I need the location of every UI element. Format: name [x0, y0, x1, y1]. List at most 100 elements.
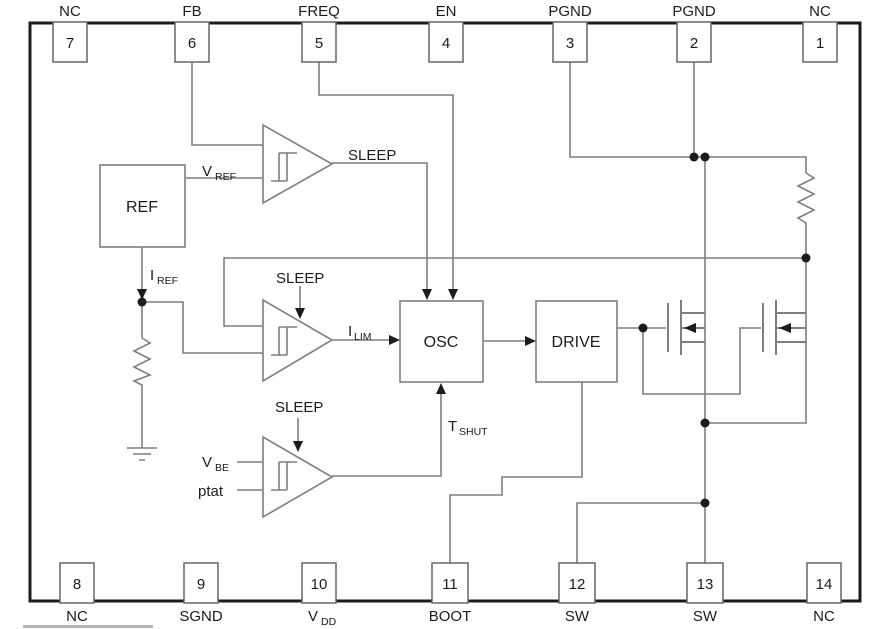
- arrowhead-sleep-tsd: [293, 441, 303, 452]
- pin-number: 3: [566, 35, 574, 52]
- pin-box-5: [301, 21, 337, 63]
- pin-number: 2: [690, 35, 698, 52]
- pin-box-4: [428, 21, 464, 63]
- arrowhead-sleep-into-osc: [422, 289, 432, 300]
- pin-name-en: EN: [436, 3, 457, 20]
- pin-number: 5: [315, 35, 323, 52]
- iref-label-subscript: REF: [157, 275, 178, 287]
- wire-gate-link: [642, 327, 761, 395]
- pin-box-6: [174, 21, 210, 63]
- junction-dot: [700, 418, 710, 428]
- vbe-label-subscript: BE: [215, 462, 229, 474]
- pin-box-11: [431, 562, 469, 604]
- pin-number: 1: [816, 35, 824, 52]
- tshut-label: T: [448, 418, 457, 435]
- vbe-label: V: [202, 454, 212, 471]
- sense-resistor: [796, 172, 816, 258]
- junction-dot: [638, 323, 648, 333]
- ptat-label: ptat: [198, 483, 224, 500]
- wire-pgnd-rail: [569, 62, 807, 173]
- junction-dot: [689, 152, 699, 162]
- mosfet2-body-arrow-icon: [779, 323, 791, 333]
- pin-box-2: [676, 21, 712, 63]
- arrowhead-freq-into-osc: [448, 289, 458, 300]
- pin-name-sgnd: SGND: [179, 608, 223, 625]
- hysteresis-icon: [271, 326, 297, 356]
- wire-iref-to-comparator: [142, 301, 263, 354]
- pin-name-vdd-subscript: DD: [321, 616, 337, 628]
- pin-box-13: [686, 562, 724, 604]
- pin-name-nc: NC: [813, 608, 835, 625]
- page-artifact: [23, 625, 153, 628]
- pin-number: 11: [442, 576, 458, 593]
- arrowhead-ilim-into-osc: [389, 335, 400, 345]
- pin-number: 10: [311, 576, 328, 593]
- hysteresis-icon: [271, 461, 297, 491]
- pin-number: 4: [442, 35, 450, 52]
- sleep-output-label: SLEEP: [348, 147, 396, 164]
- junction-dot: [137, 297, 147, 307]
- pin-name-sw: SW: [693, 608, 718, 625]
- tshut-label-subscript: SHUT: [459, 426, 488, 438]
- pin-name-boot: BOOT: [429, 608, 472, 625]
- pin-name-vdd: V: [308, 608, 318, 625]
- ilim-label-subscript: LIM: [354, 331, 372, 343]
- pin-number: 9: [197, 576, 205, 593]
- pin-name-freq: FREQ: [298, 3, 340, 20]
- vref-label: V: [202, 163, 212, 180]
- arrowhead-tshut-into-osc: [436, 383, 446, 394]
- drive-block-label: DRIVE: [552, 334, 601, 351]
- sleep-label-ilim: SLEEP: [276, 270, 324, 287]
- pin-box-12: [558, 562, 596, 604]
- osc-block: [399, 300, 484, 383]
- junction-dot: [801, 253, 811, 263]
- pin-number: 12: [569, 576, 586, 593]
- pin-number: 14: [816, 576, 833, 593]
- iref-resistor: [132, 337, 152, 448]
- pin-number: 8: [73, 576, 81, 593]
- junction-dot: [700, 152, 710, 162]
- wire-drive-to-boot: [449, 382, 583, 563]
- pin-name-pgnd: PGND: [672, 3, 716, 20]
- pin-box-10: [301, 562, 337, 604]
- wire-mosfet2-bus: [705, 258, 807, 424]
- thermal-comparator: [262, 435, 334, 519]
- pin-name-sw: SW: [565, 608, 590, 625]
- pin-name-pgnd: PGND: [548, 3, 592, 20]
- pin-box-9: [183, 562, 219, 604]
- ilim-comparator: [262, 298, 334, 383]
- ilim-label: I: [348, 323, 352, 340]
- wire-sleep-to-osc: [332, 162, 428, 291]
- osc-block-label: OSC: [424, 334, 459, 351]
- pin-number: 7: [66, 35, 74, 52]
- arrowhead-osc-into-drive: [525, 336, 536, 346]
- hysteresis-icon: [271, 152, 297, 182]
- pin-box-3: [552, 21, 588, 63]
- wire-sw1: [576, 502, 705, 563]
- junction-dot: [700, 498, 710, 508]
- pin-box-8: [59, 562, 95, 604]
- wire-tshut: [332, 394, 442, 477]
- arrowhead-iref: [137, 289, 147, 300]
- pin-name-fb: FB: [182, 3, 201, 20]
- arrowhead-sleep-ilim: [295, 308, 305, 319]
- sleep-comparator: [262, 123, 334, 205]
- wire-current-sense: [223, 257, 806, 327]
- pin-box-7: [52, 21, 88, 63]
- mosfet1-body-arrow-icon: [684, 323, 696, 333]
- sleep-label-thermal: SLEEP: [275, 399, 323, 416]
- wire-fb-to-comparator: [191, 62, 263, 146]
- iref-label: I: [150, 267, 154, 284]
- ref-block: [99, 164, 186, 248]
- pin-number: 6: [188, 35, 196, 52]
- vref-label-subscript: REF: [215, 171, 236, 183]
- ground-symbol: [127, 447, 157, 461]
- pin-name-nc: NC: [66, 608, 88, 625]
- pin-number: 13: [697, 576, 714, 593]
- wire-freq-to-osc: [318, 62, 454, 291]
- pin-box-14: [806, 562, 842, 604]
- drive-block: [535, 300, 618, 383]
- pin-name-nc: NC: [59, 3, 81, 20]
